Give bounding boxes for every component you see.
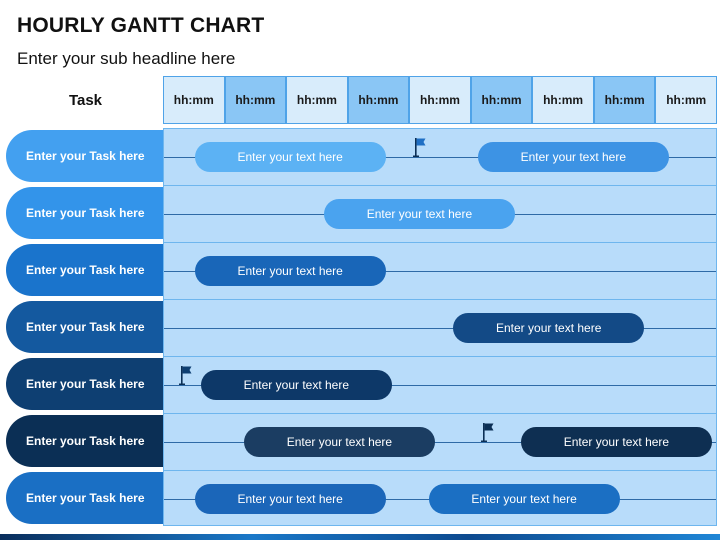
gantt-bar[interactable]: Enter your text here: [521, 427, 712, 457]
task-label: Enter your Task here: [6, 358, 163, 410]
task-label: Enter your Task here: [6, 415, 163, 467]
time-slot-header: hh:mm: [655, 76, 717, 124]
gantt-bar-label: Enter your text here: [366, 207, 473, 221]
time-slot-header: hh:mm: [532, 76, 594, 124]
row-timeline: [164, 157, 716, 158]
milestone-flag-icon: [413, 138, 426, 157]
gantt-bar[interactable]: Enter your text here: [200, 370, 392, 400]
task-label: Enter your Task here: [6, 472, 163, 524]
time-slot-header: hh:mm: [286, 76, 348, 124]
gantt-bar-label: Enter your text here: [243, 378, 350, 392]
flag-pole: [483, 423, 485, 441]
flag-cloth: [484, 423, 494, 431]
gantt-row: Enter your text here: [164, 357, 716, 414]
gantt-bar-label: Enter your text here: [237, 492, 343, 506]
gantt-row: Enter your text here Enter your text here: [164, 129, 716, 186]
row-timeline: [164, 442, 716, 443]
gantt-bar-label: Enter your text here: [286, 435, 393, 449]
row-timeline: [164, 271, 716, 272]
gantt-bar[interactable]: Enter your text here: [194, 142, 386, 172]
gantt-row: Enter your text here: [164, 243, 716, 300]
time-slot-header: hh:mm: [409, 76, 471, 124]
flag-pole: [181, 366, 184, 384]
milestone-flag-icon: [179, 366, 192, 385]
flag-base: [179, 383, 186, 385]
page-subtitle: Enter your sub headline here: [17, 49, 236, 68]
page-title: HOURLY GANTT CHART: [17, 14, 265, 37]
flag-base: [413, 155, 420, 157]
time-slot-header: hh:mm: [224, 76, 287, 124]
task-column-header: Task: [68, 91, 103, 109]
gantt-bar[interactable]: Enter your text here: [453, 313, 645, 343]
gantt-bar-label: Enter your text here: [237, 150, 343, 164]
task-label: Enter your Task here: [6, 244, 163, 296]
time-slot-header: hh:mm: [347, 76, 410, 124]
footer-accent-bar: [0, 534, 720, 540]
gantt-bar[interactable]: Enter your text here: [324, 199, 515, 229]
gantt-bar-label: Enter your text here: [563, 435, 670, 449]
time-slot-header: hh:mm: [163, 76, 225, 124]
gantt-bar[interactable]: Enter your text here: [194, 484, 386, 514]
row-timeline: [164, 328, 716, 329]
gantt-row: Enter your text here Enter your text here: [164, 414, 716, 471]
gantt-bar-label: Enter your text here: [471, 492, 577, 506]
gantt-bar[interactable]: Enter your text here: [194, 256, 386, 286]
time-slot-header: hh:mm: [593, 76, 656, 124]
flag-base: [481, 440, 488, 442]
row-timeline: [164, 385, 716, 386]
task-label: Enter your Task here: [6, 130, 163, 182]
gantt-bar-label: Enter your text here: [496, 321, 602, 335]
gantt-bar[interactable]: Enter your text here: [477, 142, 669, 172]
gantt-row: Enter your text here: [164, 300, 716, 357]
milestone-flag-icon: [481, 423, 494, 442]
task-label: Enter your Task here: [6, 187, 163, 239]
flag-cloth: [183, 366, 192, 374]
gantt-bar-label: Enter your text here: [520, 150, 627, 164]
time-slot-header: hh:mm: [470, 76, 533, 124]
task-label: Enter your Task here: [6, 301, 163, 353]
gantt-bar[interactable]: Enter your text here: [244, 427, 435, 457]
gantt-bar[interactable]: Enter your text here: [428, 484, 620, 514]
flag-cloth: [416, 138, 426, 146]
gantt-row: Enter your text here Enter your text here: [164, 471, 716, 528]
gantt-bar-label: Enter your text here: [237, 264, 343, 278]
gantt-row: Enter your text here: [164, 186, 716, 243]
flag-pole: [415, 138, 417, 156]
